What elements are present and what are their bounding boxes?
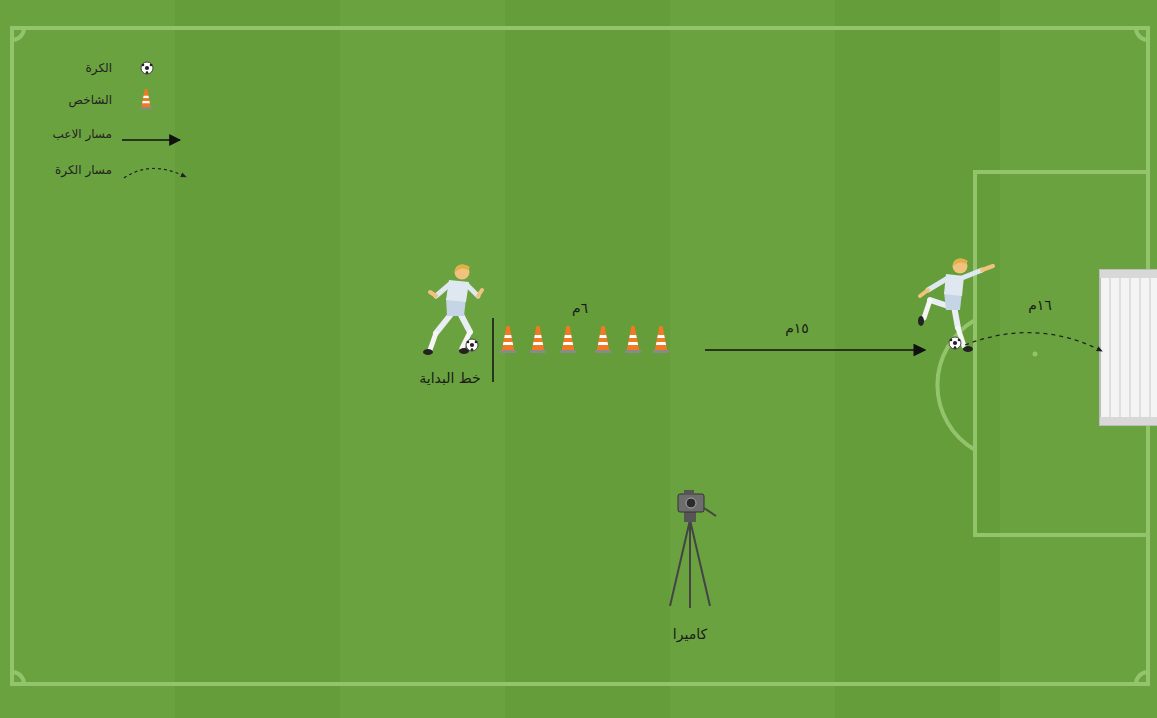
touch-line <box>12 28 1148 684</box>
legend-text: مسار الاعب <box>52 127 112 141</box>
camera-label: كاميرا <box>673 626 707 643</box>
dimension-label: ٦م <box>572 300 588 317</box>
ball-path-sample <box>124 168 184 178</box>
corner-arc <box>12 672 24 684</box>
dribbling-player <box>423 265 482 356</box>
cone-sample <box>140 89 152 109</box>
goal <box>1100 270 1157 425</box>
start-line <box>492 318 494 382</box>
corner-arc <box>12 28 24 40</box>
cone-row <box>500 326 669 353</box>
corner-arc <box>1136 28 1148 40</box>
corner-arc <box>1136 672 1148 684</box>
dimension-label: ١٥م <box>785 320 809 337</box>
player-path-sample <box>122 139 180 141</box>
shooting-player <box>918 259 993 353</box>
legend-text: الشاخص <box>69 93 112 107</box>
ball-sample <box>141 62 153 74</box>
legend-samples <box>122 62 184 178</box>
dimension-label: ١٦م <box>1028 297 1052 314</box>
mowing-stripes <box>175 0 1000 718</box>
camera-tripod <box>670 490 716 608</box>
start-line-label: خط البداية <box>419 370 480 387</box>
player-path-arrow <box>705 349 925 351</box>
pitch-lines <box>12 28 1148 684</box>
ball-path <box>965 333 1100 350</box>
penalty-arc <box>937 320 975 450</box>
penalty-spot <box>1033 352 1038 357</box>
legend-text: مسار الكرة <box>55 163 112 177</box>
legend-text: الكرة <box>85 61 112 75</box>
